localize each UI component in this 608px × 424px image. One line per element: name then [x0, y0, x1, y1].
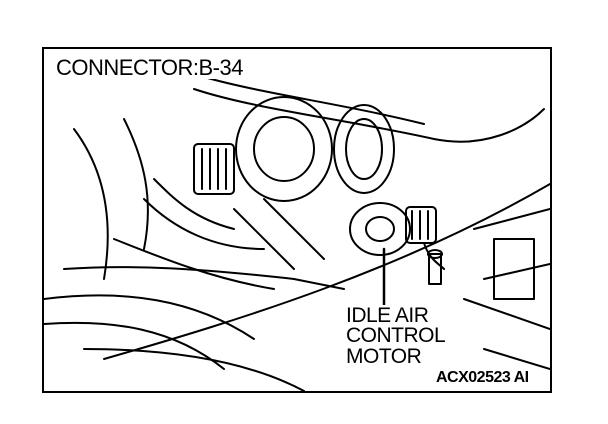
throttle-body [235, 96, 333, 202]
panel-edge [103, 183, 550, 360]
intake-pipe [333, 104, 395, 194]
iac-motor-body [349, 202, 411, 256]
stud [428, 253, 442, 285]
callout-line-2: CONTROL [344, 324, 448, 347]
bracket-box [493, 238, 535, 300]
throttle-bore [253, 116, 315, 182]
figure-code: ACX02523 AI [436, 369, 529, 386]
lower-hose [44, 294, 255, 340]
top-hose-edge [203, 76, 425, 125]
diagram-frame: CONNECTOR:B-34 IDLE AIR CONTROL MOTOR AC… [42, 47, 552, 393]
connector-b34 [193, 143, 235, 195]
iac-connector [405, 206, 437, 244]
callout-line-1: IDLE AIR [344, 304, 431, 327]
callout-line-3: MOTOR [344, 345, 424, 368]
intake-bore [345, 118, 383, 180]
engine-bay-illustration [44, 76, 550, 391]
connector-title: CONNECTOR:B-34 [54, 55, 245, 80]
connector-pins [411, 210, 429, 240]
harness [153, 178, 235, 230]
bracket-lines [463, 208, 550, 370]
iac-motor-face [365, 216, 395, 242]
top-hose [193, 88, 545, 143]
